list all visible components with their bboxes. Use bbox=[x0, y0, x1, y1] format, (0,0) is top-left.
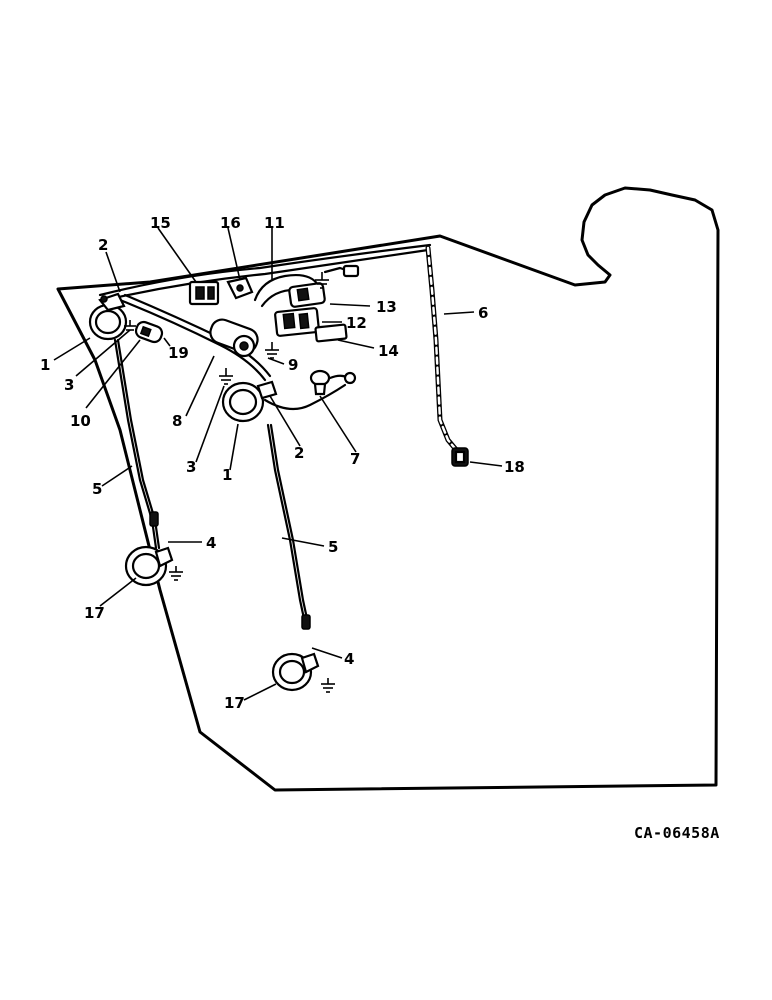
harness-6 bbox=[425, 245, 461, 455]
component-16 bbox=[226, 276, 254, 300]
motor-8 bbox=[209, 318, 259, 358]
callout-5-right: 5 bbox=[328, 538, 338, 556]
switch-7 bbox=[309, 369, 357, 396]
callout-17-left: 17 bbox=[84, 604, 105, 622]
callout-17-right: 17 bbox=[224, 694, 245, 712]
callout-18: 18 bbox=[504, 458, 525, 476]
callout-6: 6 bbox=[478, 304, 488, 322]
roof-harness bbox=[98, 243, 432, 297]
callout-11: 11 bbox=[264, 214, 285, 232]
callout-4-right: 4 bbox=[344, 650, 354, 668]
callout-10: 10 bbox=[70, 412, 91, 430]
callout-2-lower: 2 bbox=[294, 444, 304, 462]
lamp-17-right bbox=[271, 614, 320, 692]
callout-15: 15 bbox=[150, 214, 171, 232]
connector-18 bbox=[451, 447, 469, 467]
cab-outline bbox=[56, 186, 720, 792]
lamp-10 bbox=[134, 320, 164, 344]
callout-13: 13 bbox=[376, 298, 397, 316]
switch-cluster bbox=[253, 264, 360, 343]
callout-1-upper: 1 bbox=[40, 356, 50, 374]
callout-4-left: 4 bbox=[206, 534, 216, 552]
callout-1-lower: 1 bbox=[222, 466, 232, 484]
relay-15 bbox=[188, 280, 220, 306]
wire-to-7 bbox=[263, 383, 347, 411]
callout-19: 19 bbox=[168, 344, 189, 362]
callout-5-left: 5 bbox=[92, 480, 102, 498]
drawing-code: CA-06458A bbox=[634, 824, 720, 842]
callout-8: 8 bbox=[172, 412, 182, 430]
leader-lines bbox=[53, 227, 503, 701]
callout-2-upper: 2 bbox=[98, 236, 108, 254]
work-lamp-upper-left bbox=[88, 292, 128, 341]
lamp-17-left bbox=[124, 511, 174, 587]
callout-7: 7 bbox=[350, 450, 360, 468]
harness-5-left bbox=[113, 338, 158, 550]
callout-14: 14 bbox=[378, 342, 399, 360]
callout-12: 12 bbox=[346, 314, 367, 332]
callout-9: 9 bbox=[288, 356, 298, 374]
callout-3-upper: 3 bbox=[64, 376, 74, 394]
callout-3-lower: 3 bbox=[186, 458, 196, 476]
callout-16: 16 bbox=[220, 214, 241, 232]
work-lamp-center bbox=[221, 380, 278, 423]
callout-labels: 1 2 3 10 19 15 16 11 13 12 14 9 8 3 1 2 … bbox=[40, 214, 525, 712]
